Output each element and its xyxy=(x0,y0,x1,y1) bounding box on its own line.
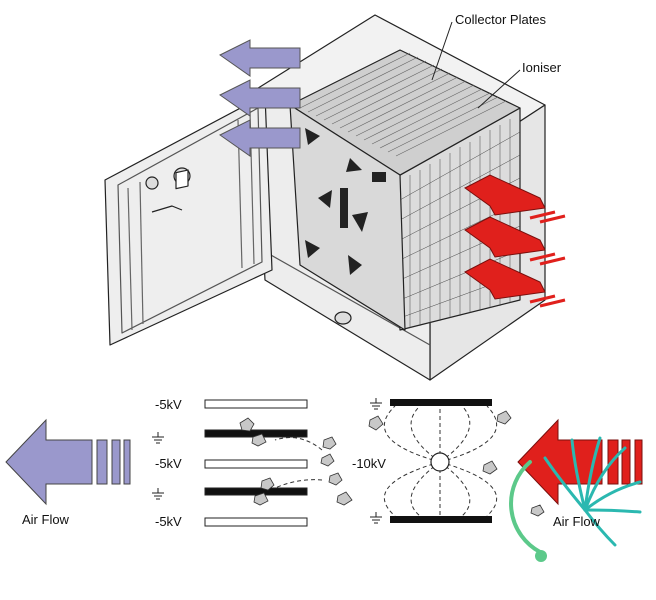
ioniser-plate-top xyxy=(390,399,492,406)
airflow-out-arrow xyxy=(5,418,131,506)
voltage-top-label: -5kV xyxy=(155,397,182,412)
brand-logo-icon xyxy=(509,436,642,562)
collector-plates-label: Collector Plates xyxy=(455,12,547,27)
voltage-ioniser-label: -10kV xyxy=(352,456,386,471)
access-door xyxy=(104,94,273,346)
voltage-mid-label: -5kV xyxy=(155,456,182,471)
air-flow-right-label: Air Flow xyxy=(553,514,601,529)
air-flow-left-label: Air Flow xyxy=(22,512,70,527)
dust-particle-icon xyxy=(239,410,545,517)
collector-plate-stack xyxy=(204,399,308,527)
airflow-out-arrows-top xyxy=(219,39,301,157)
latch-triangles xyxy=(305,128,386,275)
voltage-bot-label: -5kV xyxy=(155,514,182,529)
ground-symbol-icon xyxy=(152,398,382,524)
ioniser-plate-bottom xyxy=(390,516,492,523)
ioniser-wire xyxy=(430,452,450,472)
airflow-in-arrows-top xyxy=(464,174,566,308)
electric-field-lines xyxy=(383,405,498,517)
ioniser-label: Ioniser xyxy=(522,60,562,75)
